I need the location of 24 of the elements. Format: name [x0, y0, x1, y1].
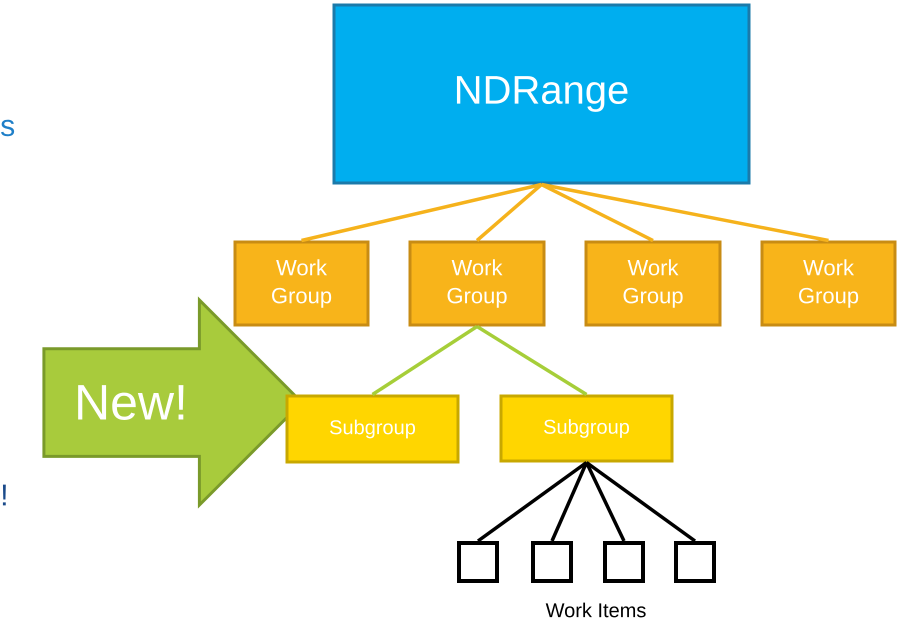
work-group-box: Work Group	[760, 240, 896, 326]
work-item-box	[674, 541, 716, 583]
work-group-box: Work Group	[408, 240, 546, 326]
subgroup-box: Subgroup	[286, 394, 460, 464]
connector-line	[550, 462, 588, 542]
partial-text: s	[1, 120, 14, 136]
connector-line	[476, 183, 543, 242]
connector-line	[301, 182, 542, 242]
work-item-box	[531, 541, 573, 583]
connector-line	[476, 325, 588, 396]
work-group-box: Work Group	[234, 240, 370, 326]
caption-text: Work Items	[546, 602, 646, 618]
connector-line	[540, 182, 654, 242]
work-group-box: Work Group	[584, 240, 722, 326]
ndrange-box: NDRange	[332, 4, 750, 184]
connector-line	[541, 182, 829, 242]
work-item-box	[457, 541, 499, 583]
subgroup-box: Subgroup	[500, 394, 674, 462]
connector-line	[585, 461, 696, 542]
connector-line	[372, 325, 478, 396]
connector-line	[584, 462, 626, 542]
work-item-box	[603, 541, 645, 583]
connector-line	[476, 461, 588, 542]
partial-text: !	[2, 484, 6, 506]
